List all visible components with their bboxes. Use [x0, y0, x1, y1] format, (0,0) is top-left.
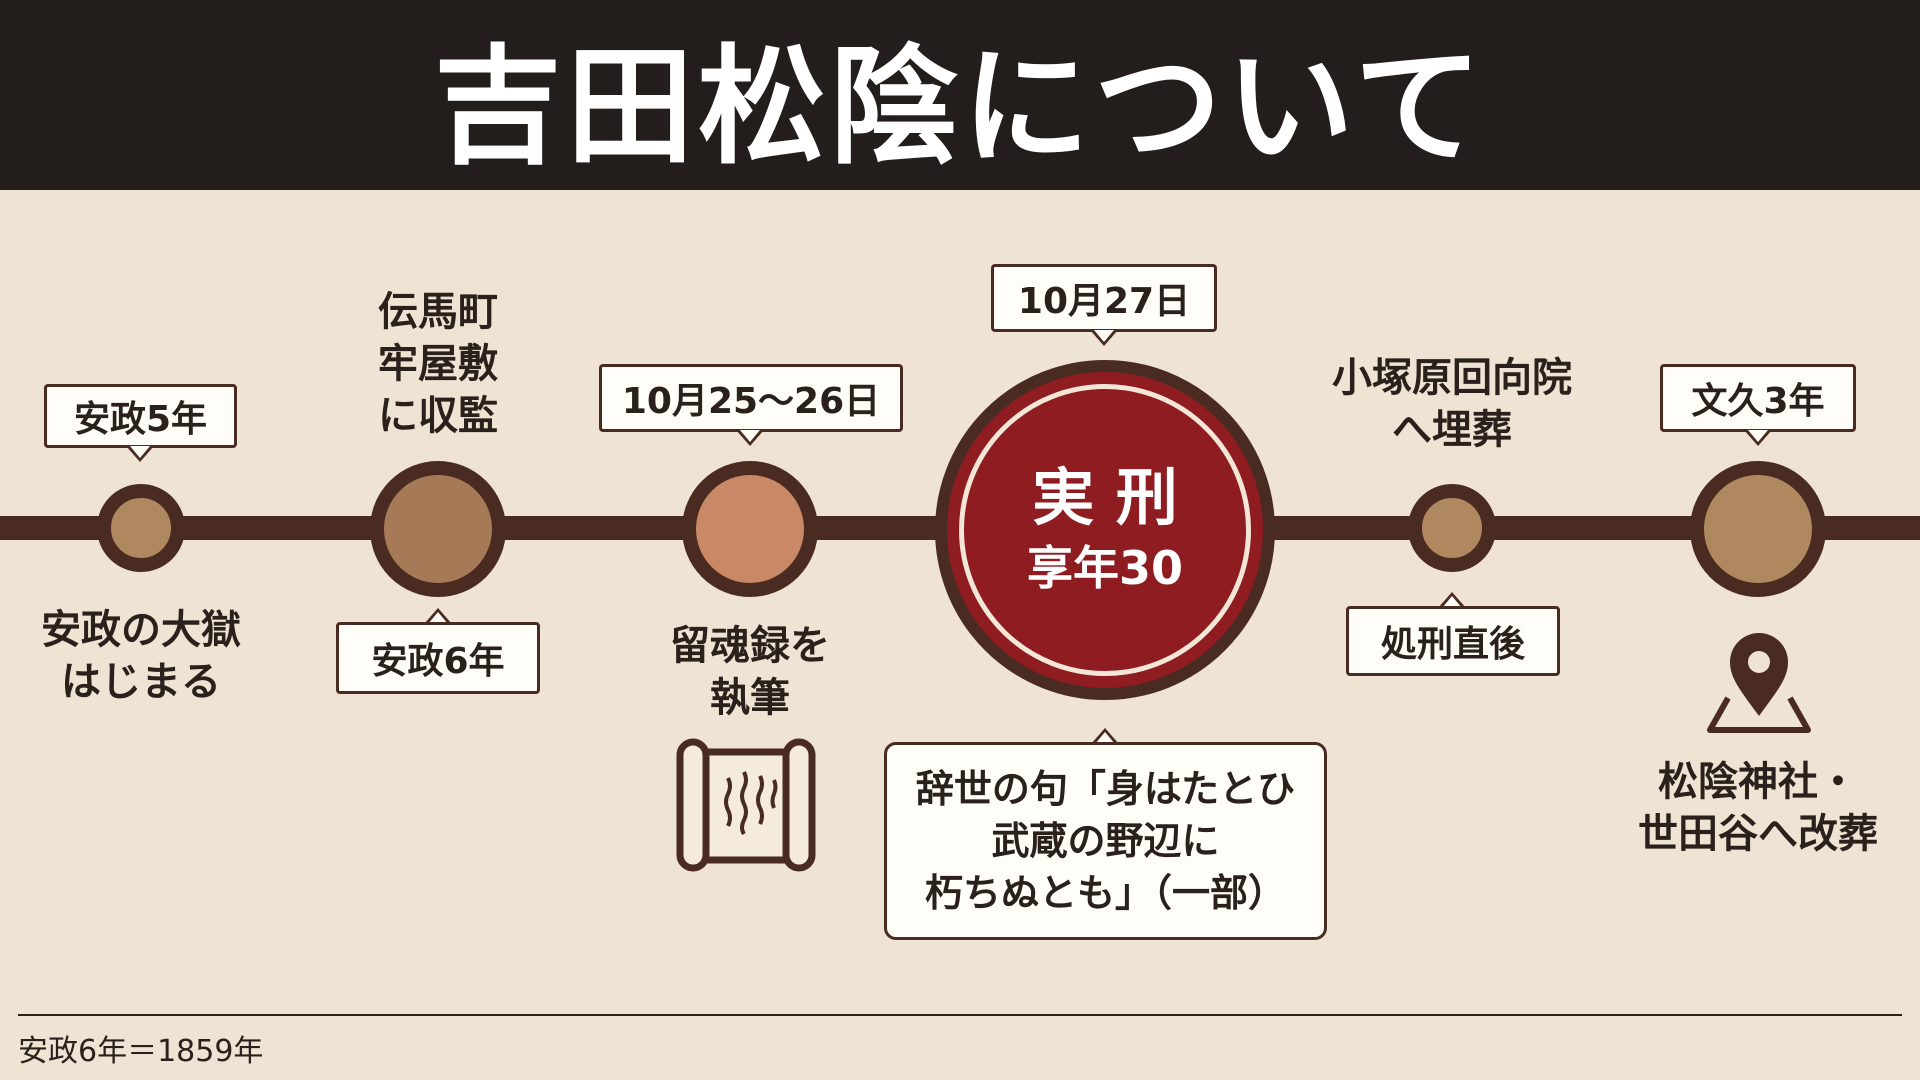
timeline-node-3 [682, 461, 818, 597]
death-poem-box: 辞世の句「身はたとひ 武蔵の野辺に 朽ちぬとも」（一部） [884, 742, 1327, 940]
header-bar: 吉田松陰について [0, 0, 1920, 190]
date-callout-1: 安政5年 [44, 384, 237, 448]
date-label-2: 安政6年 [371, 641, 505, 682]
timeline-node-2 [370, 461, 506, 597]
timeline-node-5 [1408, 484, 1496, 572]
date-callout-3: 10月25〜26日 [599, 364, 903, 432]
execution-title: 実 刑 [1032, 461, 1178, 534]
date-label-6: 文久3年 [1691, 381, 1825, 422]
date-callout-2: 安政6年 [336, 622, 540, 694]
execution-inner-ring: 実 刑 享年30 [959, 384, 1251, 676]
date-label-5: 処刑直後 [1380, 624, 1525, 665]
event-text-5: 小塚原回向院 へ埋葬 [1332, 355, 1572, 453]
execution-node: 実 刑 享年30 [935, 360, 1275, 700]
event-text-1: 安政の大獄 はじまる [41, 607, 241, 705]
footnote: 安政6年＝1859年 [18, 1034, 264, 1069]
date-callout-6: 文久3年 [1660, 364, 1856, 432]
date-callout-5: 処刑直後 [1346, 606, 1560, 676]
date-callout-4: 10月27日 [991, 264, 1217, 332]
event-text-3: 留魂録を 執筆 [670, 623, 830, 721]
execution-age: 享年30 [1026, 541, 1183, 595]
date-label-1: 安政5年 [73, 399, 208, 440]
timeline-node-1 [97, 484, 185, 572]
page-title: 吉田松陰について [433, 32, 1487, 182]
date-label-4: 10月27日 [1017, 281, 1191, 322]
event-text-6: 松陰神社・ 世田谷へ改葬 [1638, 759, 1878, 857]
scroll-icon [676, 738, 816, 872]
map-pin-icon [1707, 633, 1811, 733]
date-label-3: 10月25〜26日 [621, 381, 881, 422]
timeline-node-6 [1690, 461, 1826, 597]
footer-divider [18, 1014, 1902, 1016]
event-text-2: 伝馬町 牢屋敷 に収監 [378, 289, 498, 439]
